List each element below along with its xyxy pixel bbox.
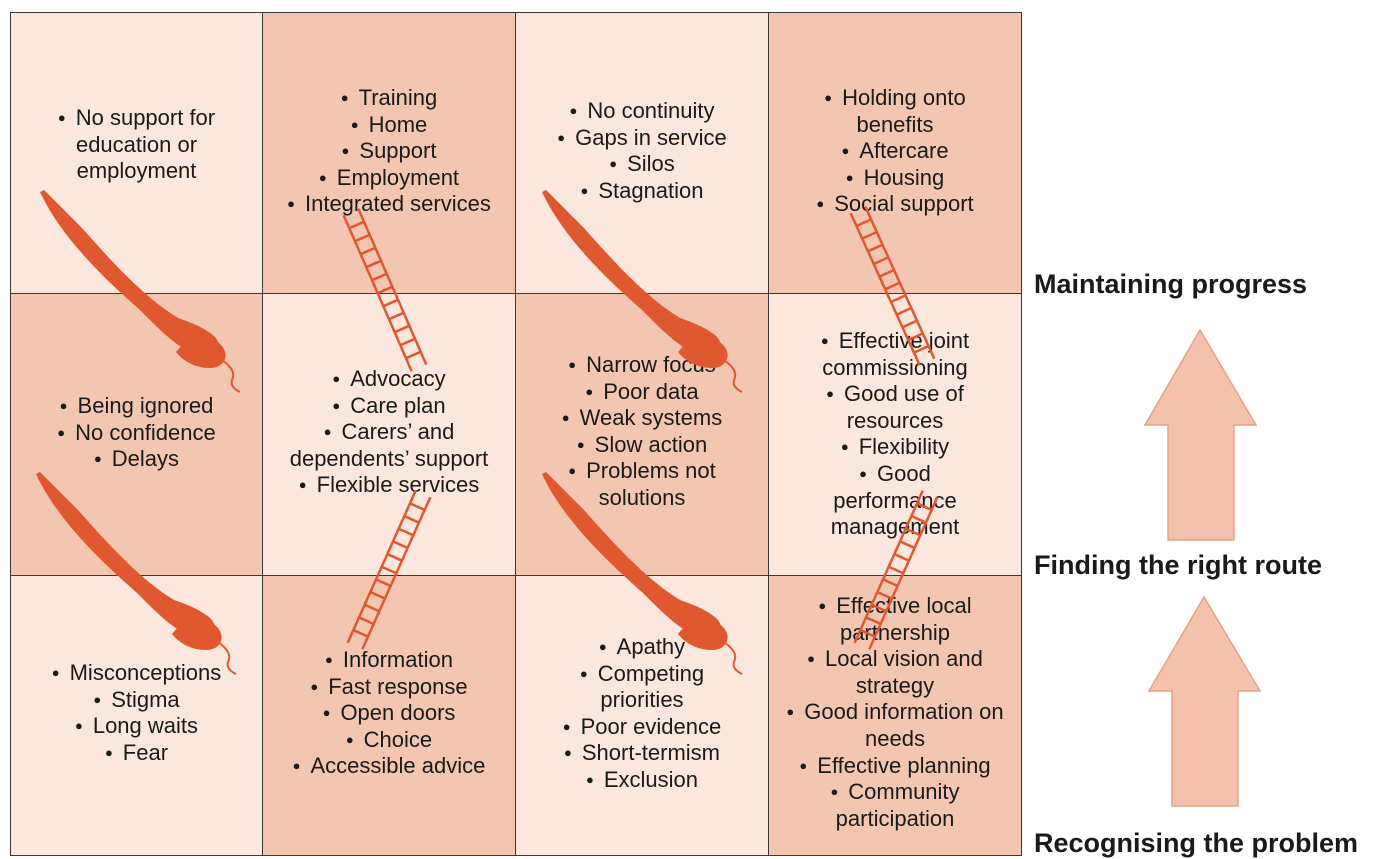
list-item: No confidence [57, 420, 216, 447]
list-item: No continuity [557, 98, 726, 125]
list-item: Local vision and strategy [785, 646, 1005, 699]
list-item: Good information on needs [785, 699, 1005, 752]
list-item: Being ignored [57, 393, 216, 420]
list-item: Effective local partnership [785, 593, 1005, 646]
cell-list: ApathyCompeting prioritiesPoor evidenceS… [552, 634, 732, 794]
list-item: Apathy [552, 634, 732, 661]
list-item: Effective joint commissioning [800, 328, 990, 381]
list-item: Employment [287, 165, 491, 192]
list-item: Poor data [542, 379, 742, 406]
cell-r3-c2: InformationFast responseOpen doorsChoice… [262, 575, 516, 856]
list-item: Care plan [274, 393, 504, 420]
list-item: Training [287, 85, 491, 112]
list-item: Fast response [293, 674, 486, 701]
cell-r2-c1: Being ignoredNo confidenceDelays [10, 293, 263, 576]
cell-r1-c3: No continuityGaps in serviceSilosStagnat… [515, 12, 769, 294]
cell-list: Being ignoredNo confidenceDelays [57, 393, 216, 473]
list-item: Silos [557, 151, 726, 178]
list-item: Housing [795, 165, 995, 192]
list-item: Stigma [52, 687, 222, 714]
list-item: Misconceptions [52, 660, 222, 687]
list-item: Community participation [785, 779, 1005, 832]
list-item: Slow action [542, 432, 742, 459]
list-item: Weak systems [542, 405, 742, 432]
list-item: No support for education or employment [17, 105, 256, 185]
level-label-bottom: Recognising the problem [1034, 828, 1359, 858]
up-arrow-icon [1143, 328, 1258, 541]
up-arrow-icon [1147, 595, 1262, 807]
list-item: Good performance management [800, 461, 990, 541]
cell-list: Effective local partnershipLocal vision … [785, 593, 1005, 832]
list-item: Narrow focus [542, 352, 742, 379]
list-item: Support [287, 138, 491, 165]
list-item: Flexibility [800, 434, 990, 461]
list-item: Choice [293, 727, 486, 754]
list-item: Long waits [52, 713, 222, 740]
cell-list: No continuityGaps in serviceSilosStagnat… [557, 98, 727, 205]
cell-r3-c4: Effective local partnershipLocal vision … [768, 575, 1022, 856]
list-item: Exclusion [552, 767, 732, 794]
list-item: Home [287, 112, 491, 139]
cell-list: No support for education or employment [17, 105, 256, 185]
cell-list: AdvocacyCare planCarers’ and dependents’… [274, 366, 504, 499]
list-item: Short-termism [552, 740, 732, 767]
cell-list: InformationFast responseOpen doorsChoice… [293, 647, 486, 780]
list-item: Delays [57, 446, 216, 473]
list-item: Fear [52, 740, 222, 767]
list-item: Integrated services [287, 191, 491, 218]
list-item: Aftercare [795, 138, 995, 165]
cell-r3-c3: ApathyCompeting prioritiesPoor evidenceS… [515, 575, 769, 856]
list-item: Problems not solutions [542, 458, 742, 511]
list-item: Gaps in service [557, 125, 727, 152]
list-item: Stagnation [557, 178, 726, 205]
list-item: Carers’ and dependents’ support [274, 419, 504, 472]
list-item: Information [293, 647, 486, 674]
cell-r3-c1: MisconceptionsStigmaLong waitsFear [10, 575, 263, 856]
cell-list: Narrow focusPoor dataWeak systemsSlow ac… [542, 352, 742, 512]
snakes-and-ladders-board: No support for education or employment T… [10, 12, 1022, 856]
list-item: Holding onto benefits [795, 85, 995, 138]
cell-r2-c2: AdvocacyCare planCarers’ and dependents’… [262, 293, 516, 576]
level-label-top: Maintaining progress [1034, 269, 1308, 299]
cell-list: Effective joint commissioningGood use of… [800, 328, 990, 541]
list-item: Poor evidence [552, 714, 732, 741]
list-item: Accessible advice [293, 753, 485, 780]
cell-list: TrainingHomeSupportEmploymentIntegrated … [287, 85, 491, 218]
level-label-middle: Finding the right route [1034, 550, 1322, 580]
cell-r1-c4: Holding onto benefitsAftercareHousingSoc… [768, 12, 1022, 294]
list-item: Good use of resources [800, 381, 990, 434]
cell-r2-c3: Narrow focusPoor dataWeak systemsSlow ac… [515, 293, 769, 576]
list-item: Competing priorities [552, 661, 732, 714]
cell-list: Holding onto benefitsAftercareHousingSoc… [795, 85, 995, 218]
cell-r1-c1: No support for education or employment [10, 12, 263, 294]
cell-r2-c4: Effective joint commissioningGood use of… [768, 293, 1022, 576]
list-item: Advocacy [274, 366, 504, 393]
list-item: Social support [795, 191, 995, 218]
cell-r1-c2: TrainingHomeSupportEmploymentIntegrated … [262, 12, 516, 294]
list-item: Flexible services [274, 472, 504, 499]
list-item: Effective planning [785, 753, 1005, 780]
list-item: Open doors [293, 700, 486, 727]
cell-list: MisconceptionsStigmaLong waitsFear [52, 660, 222, 766]
